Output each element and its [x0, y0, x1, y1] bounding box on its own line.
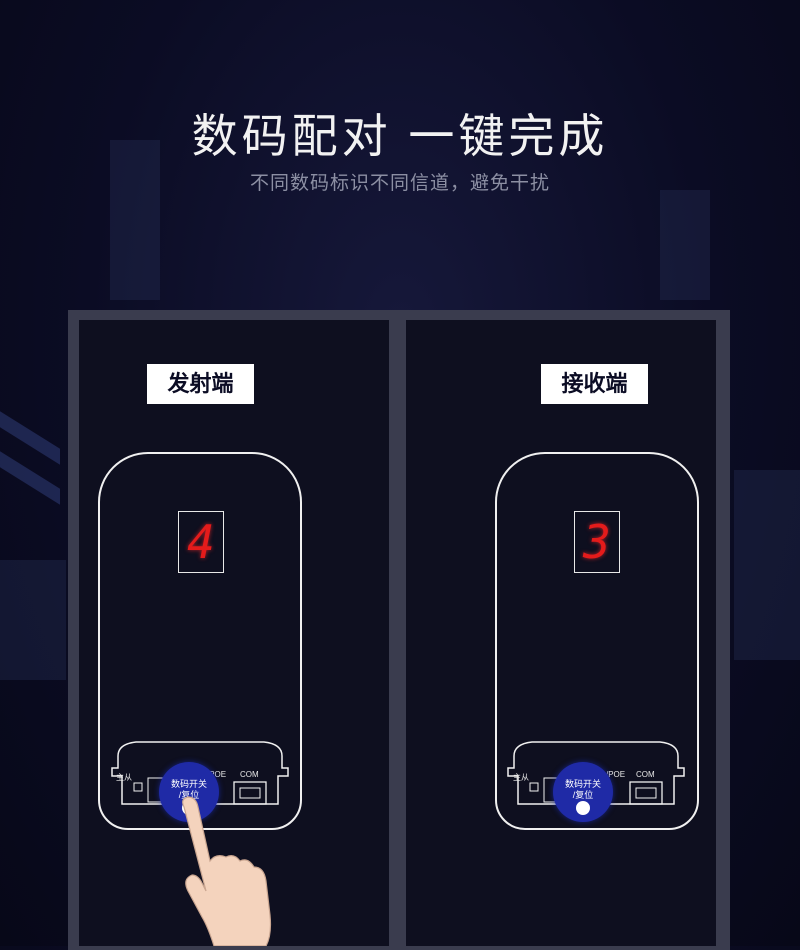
com-label: COM: [240, 770, 259, 779]
page-subtitle: 不同数码标识不同信道，避免干扰: [249, 173, 550, 194]
transmitter-display: 4: [178, 511, 224, 573]
poe-label: /POE: [207, 770, 227, 779]
page-title: 数码配对 一键完成: [191, 110, 609, 162]
main-slave-label: 主从: [116, 773, 132, 782]
receiver-label: 接收端: [541, 364, 648, 404]
main-slave-label: 主从: [513, 773, 529, 782]
transmitter-digit: 4: [187, 515, 215, 569]
com-label: COM: [636, 770, 655, 779]
bg-column: [734, 470, 800, 660]
bg-column: [660, 190, 710, 300]
receiver-display: 3: [574, 511, 620, 573]
ethernet-port-icon: [629, 781, 663, 805]
ethernet-port-icon: [233, 781, 267, 805]
transmitter-label: 发射端: [147, 364, 254, 404]
switch-label: 数码开关: [170, 779, 207, 789]
receiver-digit: 3: [583, 515, 611, 569]
receiver-device: [495, 452, 699, 830]
bg-column: [110, 140, 160, 300]
switch-label: 数码开关: [564, 779, 601, 789]
switch-sub-label: /复位: [178, 790, 200, 800]
switch-button[interactable]: [576, 801, 590, 815]
switch-sub-label: /复位: [572, 790, 594, 800]
pointing-hand-icon: [182, 796, 272, 946]
transmitter-panel: [79, 320, 389, 946]
poe-label: /POE: [606, 770, 626, 779]
bg-column: [0, 560, 66, 680]
receiver-panel: [406, 320, 716, 946]
receiver-digital-switch[interactable]: 数码开关 /复位: [553, 762, 613, 822]
